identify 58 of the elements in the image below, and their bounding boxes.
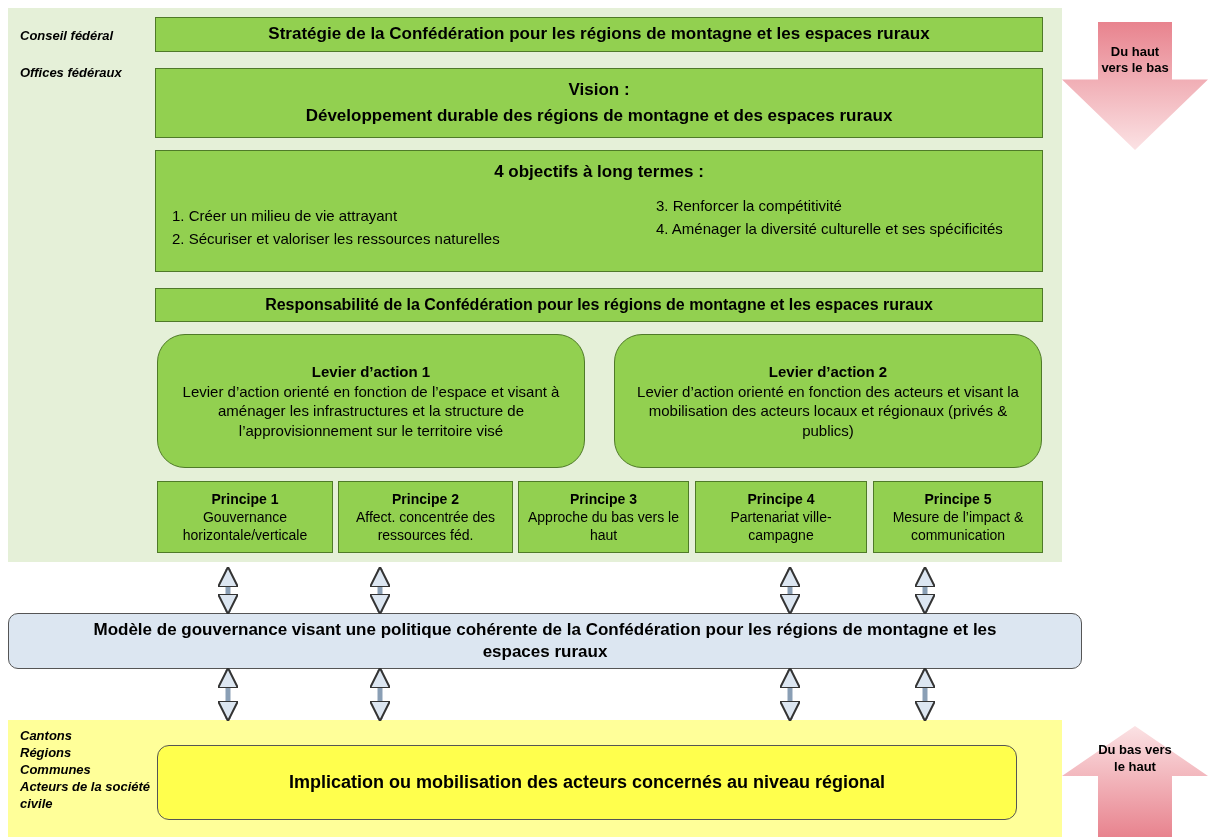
- box-text: Du haut vers le bas: [1100, 43, 1170, 78]
- federal-level-band: [8, 8, 1062, 562]
- top-down-arrow: [1062, 22, 1208, 150]
- double-arrow: [779, 566, 801, 615]
- box-text: Partenariat ville-campagne: [729, 507, 833, 545]
- principle-box: [157, 481, 333, 553]
- strategy-box: [155, 17, 1043, 52]
- box-heading: Levier d’action 1: [311, 362, 431, 382]
- box-heading: Levier d’action 2: [768, 362, 888, 382]
- level-label: Cantons: [20, 728, 72, 745]
- box-text: 3. Renforcer la compétitivité: [656, 196, 842, 216]
- double-arrow: [369, 667, 391, 722]
- box-heading: Principe 5: [924, 489, 992, 508]
- box-text: Mesure de l’impact & communication: [891, 507, 1025, 545]
- box-text: Du bas vers le haut: [1098, 742, 1172, 777]
- box-text: Approche du bas vers le haut: [527, 507, 680, 545]
- box-text: 1. Créer un milieu de vie attrayant: [172, 206, 398, 226]
- double-arrow: [779, 667, 801, 722]
- level-label: Offices fédéraux: [20, 65, 122, 82]
- box-text: Gouvernance horizontale/verticale: [181, 507, 309, 545]
- involvement-box: [157, 745, 1017, 820]
- box-heading: Principe 4: [747, 489, 815, 508]
- principle-box: [873, 481, 1043, 553]
- box-text: Levier d’action orienté en fonction de l’espace et visant à aménager les infrastructures et la structure de l’approvisionnement sur le territoire visé: [181, 381, 561, 440]
- level-label: Acteurs de la société civile: [20, 779, 152, 813]
- box-text: Affect. concentrée des ressources féd.: [354, 507, 497, 545]
- box-text: Responsabilité de la Confédération pour les régions de montagne et les espaces ruraux: [265, 294, 933, 315]
- box-text: Stratégie de la Confédération pour les régions de montagne et les espaces ruraux: [268, 23, 930, 46]
- double-arrow: [217, 566, 239, 615]
- principle-box: [338, 481, 513, 553]
- governance-model-box: [8, 613, 1082, 669]
- level-label: Conseil fédéral: [20, 28, 114, 45]
- objectives-box: [155, 150, 1043, 272]
- double-arrow: [914, 667, 936, 722]
- regional-level-band: [8, 720, 1062, 837]
- principle-box: [518, 481, 689, 553]
- vision-box: [155, 68, 1043, 138]
- box-text: Développement durable des régions de montagne et des espaces ruraux: [305, 105, 893, 127]
- box-heading: Principe 2: [392, 489, 459, 508]
- box-text: 4 objectifs à long termes :: [494, 161, 704, 183]
- double-arrow: [914, 566, 936, 615]
- action-lever-box: [614, 334, 1042, 468]
- principle-box: [695, 481, 867, 553]
- box-text: Levier d’action orienté en fonction des acteurs et visant la mobilisation des acteurs locaux et régionaux (privés & publics): [636, 381, 1020, 440]
- box-text: 2. Sécuriser et valoriser les ressources naturelles: [172, 229, 500, 249]
- box-heading: Principe 3: [570, 489, 637, 508]
- responsibility-box: [155, 288, 1043, 322]
- action-lever-box: [157, 334, 585, 468]
- level-label: Communes: [20, 762, 91, 779]
- double-arrow: [369, 566, 391, 615]
- box-text: Modèle de gouvernance visant une politique cohérente de la Confédération pour les régions de montagne et les espaces ruraux: [92, 618, 998, 663]
- box-text: Implication ou mobilisation des acteurs concernés au niveau régional: [288, 770, 886, 794]
- box-heading: Vision :: [568, 78, 630, 101]
- bottom-up-arrow: [1062, 726, 1208, 837]
- box-text: 4. Aménager la diversité culturelle et ses spécificités: [656, 219, 1003, 239]
- double-arrow: [217, 667, 239, 722]
- box-heading: Principe 1: [211, 489, 279, 508]
- level-label: Régions: [20, 745, 72, 762]
